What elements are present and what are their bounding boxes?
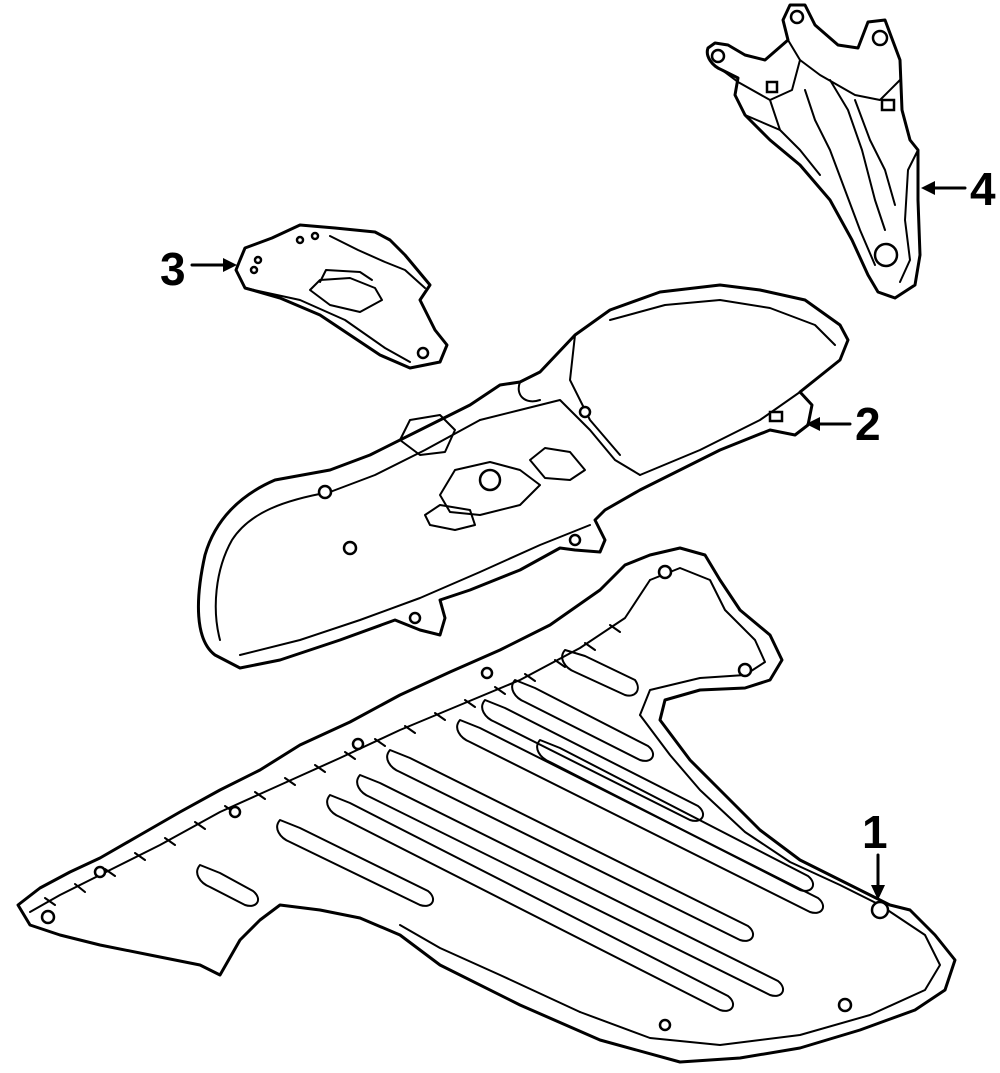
callout-2: 2 bbox=[806, 398, 881, 450]
callout-1-label: 1 bbox=[862, 806, 888, 858]
part-3-shield bbox=[234, 223, 449, 370]
callout-4: 4 bbox=[921, 163, 996, 215]
callout-3: 3 bbox=[160, 243, 237, 295]
part-4-bracket bbox=[705, 3, 922, 300]
callout-1: 1 bbox=[862, 806, 888, 900]
callout-2-label: 2 bbox=[855, 398, 881, 450]
callout-3-label: 3 bbox=[160, 243, 186, 295]
part-2-heat-shield bbox=[197, 283, 850, 670]
callout-4-label: 4 bbox=[970, 163, 996, 215]
part-1-underbody-shield bbox=[16, 546, 957, 1064]
